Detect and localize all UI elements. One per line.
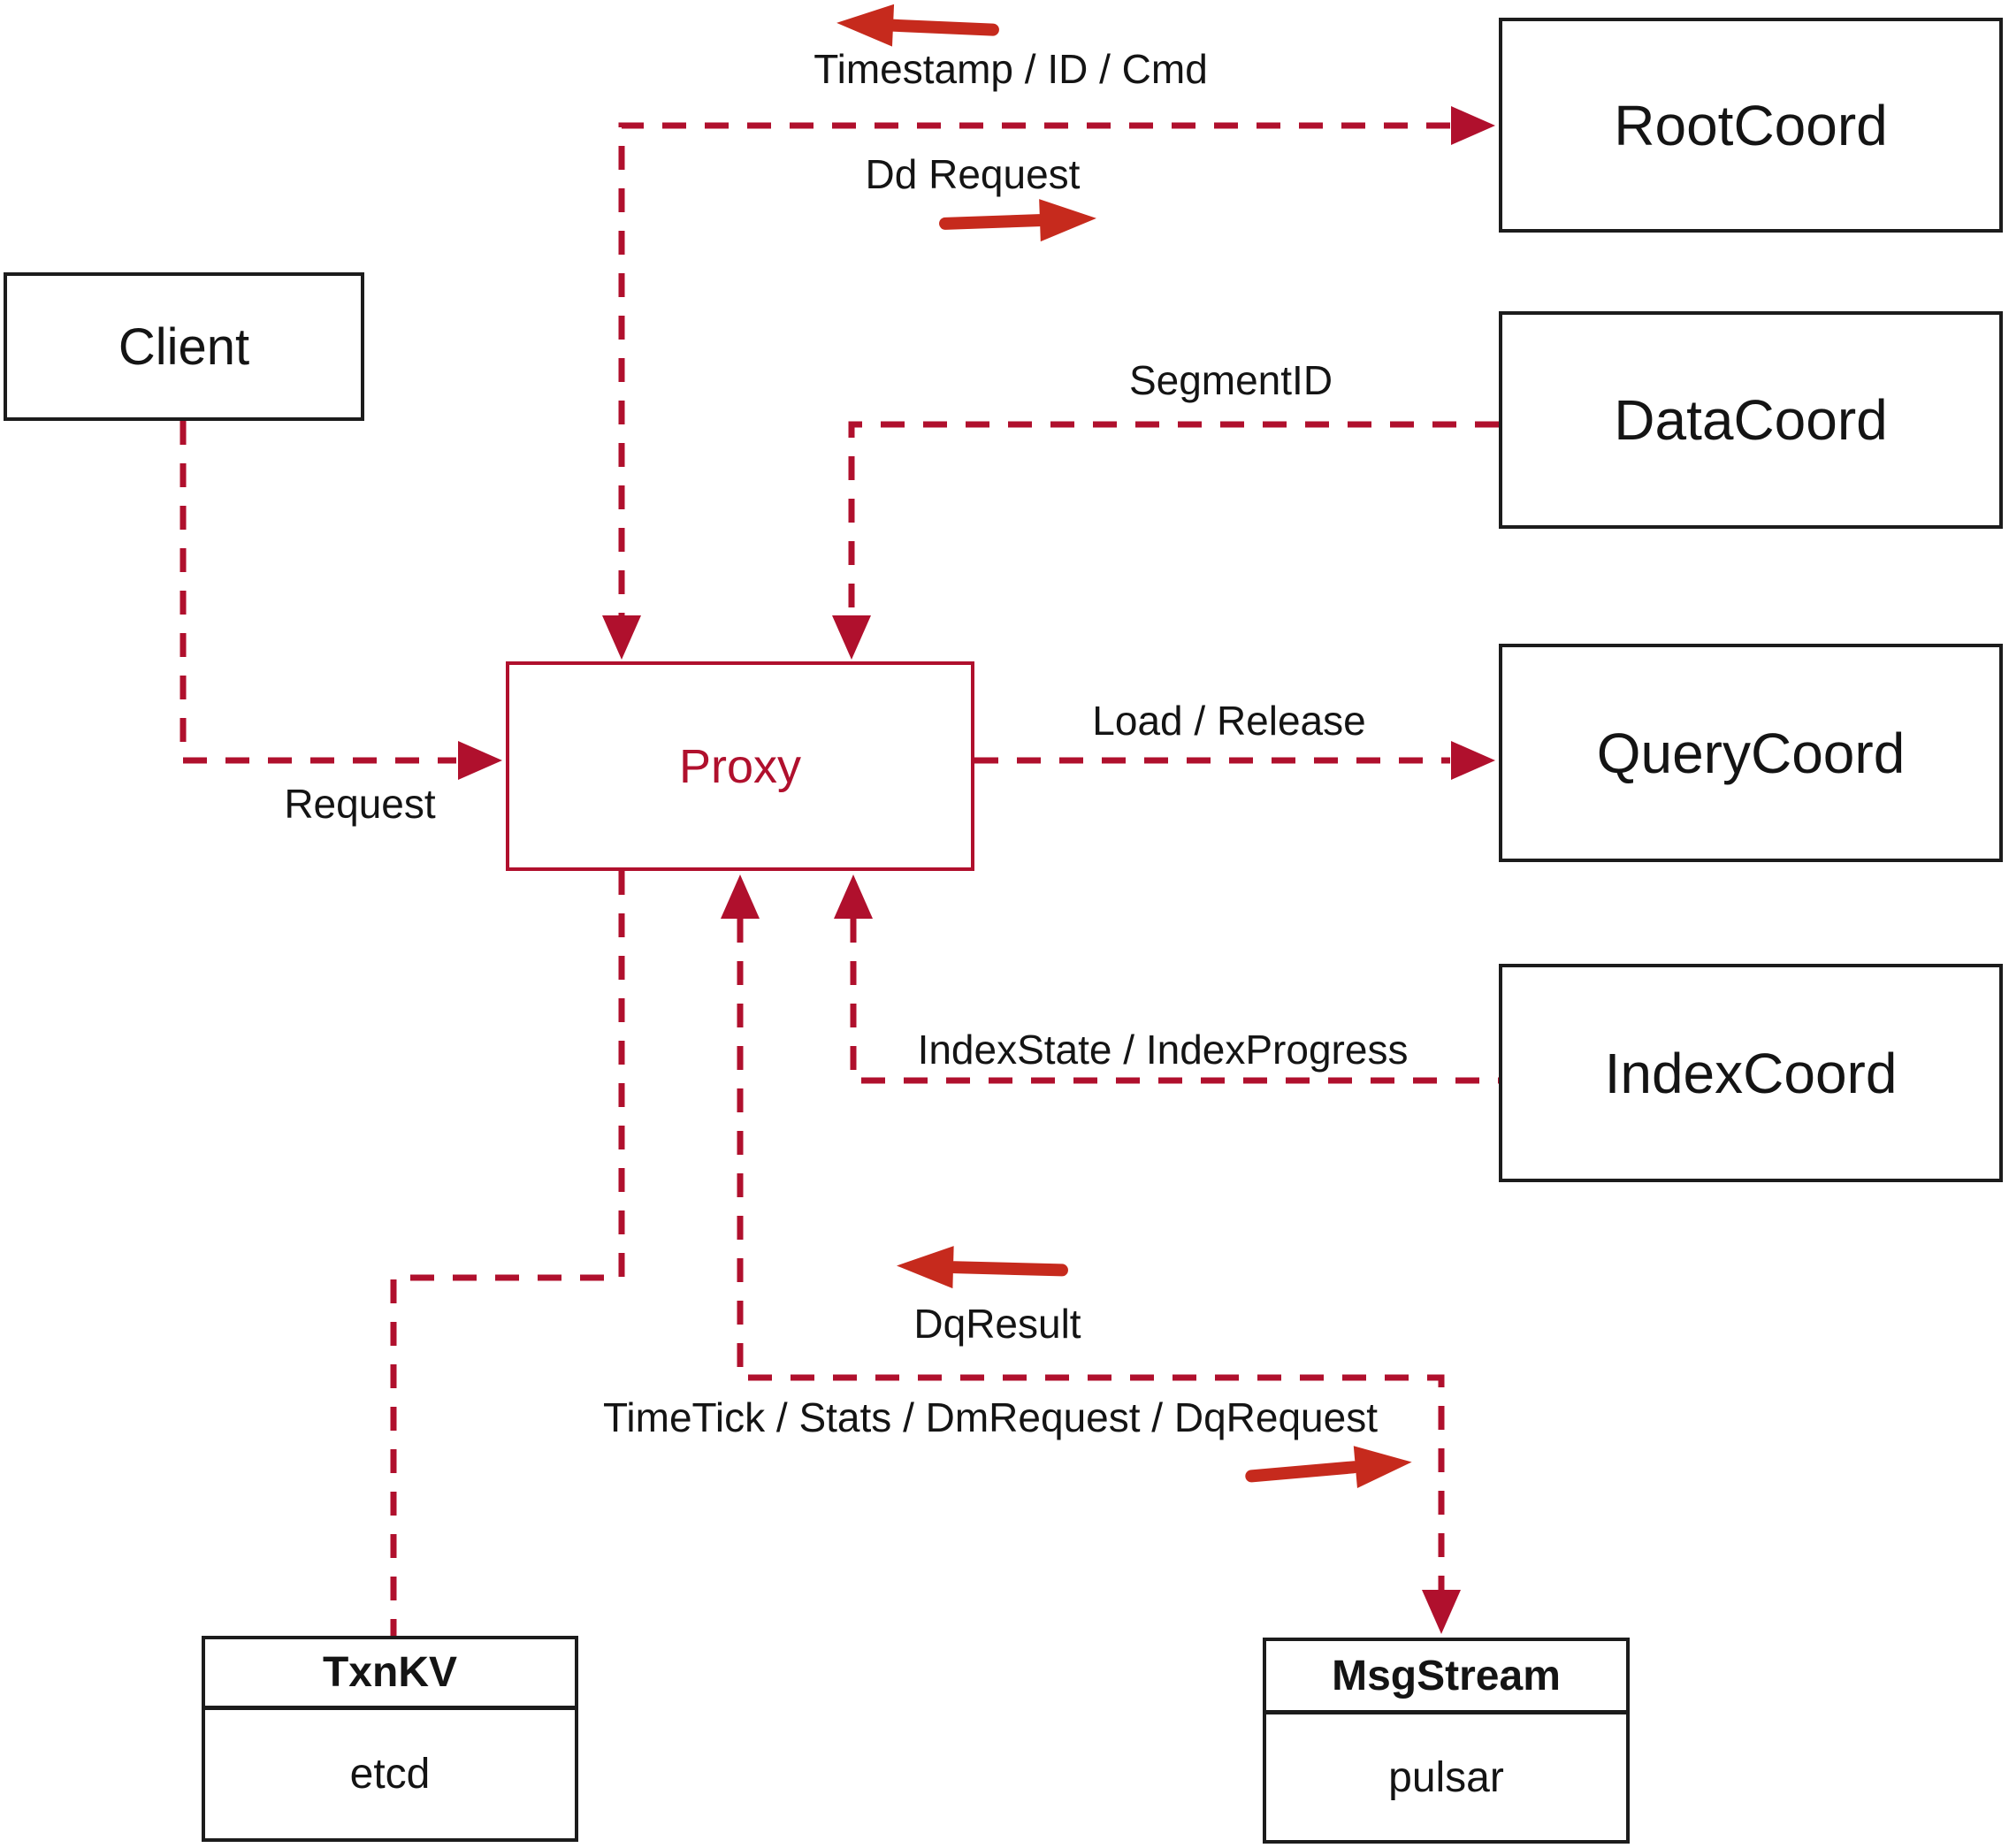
node-msgstream: MsgStream pulsar	[1263, 1638, 1630, 1844]
rootcoord-label: RootCoord	[1614, 93, 1888, 157]
node-indexcoord: IndexCoord	[1499, 964, 2003, 1182]
txnkv-implementation: etcd	[349, 1751, 431, 1798]
arrowhead-into-proxy-top-right	[832, 615, 871, 660]
msgstream-title: MsgStream	[1266, 1641, 1626, 1714]
edge-proxy-querycoord	[974, 741, 1495, 780]
node-querycoord: QueryCoord	[1499, 644, 2003, 862]
label-load-release: Load / Release	[1092, 698, 1366, 744]
edge-proxy-datacoord	[832, 421, 1499, 660]
node-datacoord: DataCoord	[1499, 311, 2003, 529]
label-segment-id: SegmentID	[1128, 357, 1333, 403]
arrow-timetick-right	[1245, 1446, 1412, 1489]
label-request: Request	[284, 781, 436, 827]
label-timetick-stats: TimeTick / Stats / DmRequest / DqRequest	[603, 1394, 1378, 1440]
label-timestamp-id-cmd: Timestamp / ID / Cmd	[814, 46, 1208, 92]
arrow-dqresult-left	[897, 1246, 1068, 1289]
arrow-timestamp-left	[836, 4, 999, 47]
client-label: Client	[118, 317, 250, 376]
querycoord-label: QueryCoord	[1596, 721, 1906, 785]
node-client: Client	[4, 272, 364, 421]
arrowhead-into-querycoord	[1451, 741, 1495, 780]
node-rootcoord: RootCoord	[1499, 18, 2003, 233]
label-dd-request: Dd Request	[865, 151, 1081, 197]
edge-proxy-txnkv	[390, 871, 625, 1636]
msgstream-implementation: pulsar	[1388, 1753, 1504, 1801]
node-proxy: Proxy	[506, 661, 974, 871]
arrowhead-into-msgstream	[1422, 1590, 1461, 1634]
edge-proxy-rootcoord	[602, 106, 1495, 660]
datacoord-label: DataCoord	[1614, 388, 1888, 452]
txnkv-title: TxnKV	[205, 1639, 575, 1710]
arrowhead-into-proxy-top-left	[602, 615, 641, 660]
arrowhead-into-proxy-left	[458, 741, 502, 780]
indexcoord-label: IndexCoord	[1604, 1041, 1898, 1105]
label-index-state-progress: IndexState / IndexProgress	[917, 1027, 1409, 1073]
node-txnkv: TxnKV etcd	[202, 1636, 578, 1842]
arrowhead-into-proxy-bottom-right	[834, 874, 873, 919]
proxy-label: Proxy	[678, 739, 802, 793]
label-dq-result: DqResult	[913, 1301, 1081, 1347]
arrowhead-into-proxy-bottom-left	[721, 874, 760, 919]
arrowhead-into-rootcoord	[1451, 106, 1495, 145]
edge-client-proxy	[180, 421, 502, 780]
arrow-dd-request-right	[939, 199, 1096, 242]
edge-proxy-msgstream	[721, 874, 1461, 1634]
edge-proxy-indexcoord	[834, 874, 1499, 1084]
